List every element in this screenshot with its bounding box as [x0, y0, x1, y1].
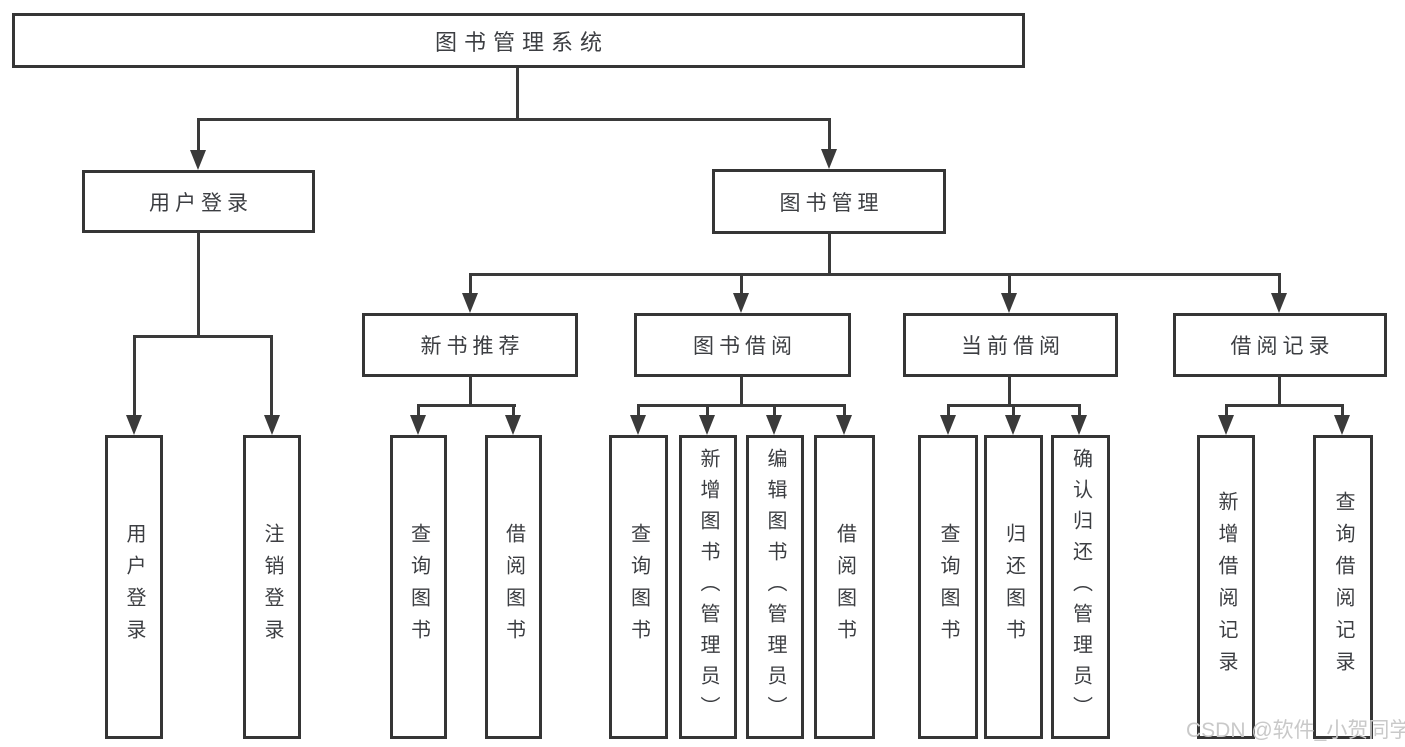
- arrow-down-icon: [1001, 293, 1017, 313]
- leaf-current-return-books: 归还图书: [984, 435, 1043, 739]
- arrow-down-icon: [126, 415, 142, 435]
- connector-line: [1078, 404, 1081, 418]
- connector-line: [197, 118, 200, 152]
- connector-line: [197, 232, 200, 338]
- connector-line: [706, 404, 709, 418]
- node-root: 图书管理系统: [12, 13, 1025, 68]
- node-new-book-recommend-label: 新书推荐: [420, 335, 525, 358]
- arrow-down-icon: [821, 149, 837, 169]
- connector-line: [197, 118, 831, 121]
- connector-line: [469, 273, 472, 297]
- leaf-records-query-record-label: 查询借阅记录: [1332, 491, 1354, 683]
- connector-line: [1341, 404, 1344, 418]
- leaf-borrowing-edit-books-admin-label: 编辑图书（管理员）: [764, 447, 786, 727]
- leaf-user-login: 用户登录: [105, 435, 163, 739]
- connector-line: [133, 335, 273, 338]
- arrow-down-icon: [505, 415, 521, 435]
- leaf-logout: 注销登录: [243, 435, 301, 739]
- leaf-current-query-books-label: 查询图书: [937, 523, 959, 651]
- leaf-current-query-books: 查询图书: [918, 435, 978, 739]
- connector-line: [828, 232, 831, 276]
- connector-line: [740, 375, 743, 407]
- node-book-management-label: 图书管理: [779, 191, 884, 215]
- connector-line: [947, 404, 950, 418]
- connector-line: [417, 404, 516, 407]
- arrow-down-icon: [630, 415, 646, 435]
- leaf-records-add-record-label: 新增借阅记录: [1215, 491, 1237, 683]
- node-borrowing-records: 借阅记录: [1173, 313, 1387, 377]
- arrow-down-icon: [766, 415, 782, 435]
- connector-line: [637, 404, 640, 418]
- leaf-borrowing-add-books-admin: 新增图书（管理员）: [679, 435, 737, 739]
- arrow-down-icon: [264, 415, 280, 435]
- node-book-borrowing-label: 图书借阅: [693, 335, 797, 358]
- node-user-login: 用户登录: [82, 170, 315, 233]
- leaf-borrowing-edit-books-admin: 编辑图书（管理员）: [746, 435, 804, 739]
- arrow-down-icon: [1071, 415, 1087, 435]
- arrow-down-icon: [462, 293, 478, 313]
- connector-line: [469, 273, 1281, 276]
- connector-line: [773, 404, 776, 418]
- node-user-login-label: 用户登录: [149, 191, 253, 215]
- leaf-logout-label: 注销登录: [261, 523, 283, 651]
- leaf-borrowing-query-books-label: 查询图书: [627, 523, 650, 651]
- connector-line: [270, 335, 273, 417]
- leaf-current-return-books-label: 归还图书: [1002, 523, 1025, 651]
- leaf-current-confirm-return-admin-label: 确认归还（管理员）: [1069, 447, 1092, 727]
- leaf-recommend-borrow-books-label: 借阅图书: [502, 523, 525, 651]
- connector-line: [1225, 404, 1228, 418]
- connector-line: [843, 404, 846, 418]
- leaf-records-query-record: 查询借阅记录: [1313, 435, 1373, 739]
- arrow-down-icon: [1218, 415, 1234, 435]
- leaf-recommend-query-books: 查询图书: [390, 435, 447, 739]
- leaf-borrowing-add-books-admin-label: 新增图书（管理员）: [697, 447, 719, 727]
- connector-line: [133, 335, 136, 417]
- arrow-down-icon: [1271, 293, 1287, 313]
- leaf-current-confirm-return-admin: 确认归还（管理员）: [1051, 435, 1110, 739]
- leaf-recommend-borrow-books: 借阅图书: [485, 435, 542, 739]
- arrow-down-icon: [836, 415, 852, 435]
- node-book-management: 图书管理: [712, 169, 946, 234]
- node-new-book-recommend: 新书推荐: [362, 313, 578, 377]
- connector-line: [740, 273, 743, 297]
- arrow-down-icon: [410, 415, 426, 435]
- leaf-borrowing-borrow-books-label: 借阅图书: [833, 523, 856, 651]
- connector-line: [469, 375, 472, 407]
- leaf-records-add-record: 新增借阅记录: [1197, 435, 1255, 739]
- connector-line: [1278, 375, 1281, 407]
- node-root-label: 图书管理系统: [434, 29, 609, 55]
- leaf-borrowing-borrow-books: 借阅图书: [814, 435, 875, 739]
- node-current-borrowing: 当前借阅: [903, 313, 1118, 377]
- connector-line: [1008, 375, 1011, 407]
- leaf-recommend-query-books-label: 查询图书: [407, 523, 430, 651]
- leaf-user-login-label: 用户登录: [123, 523, 145, 651]
- watermark-text: CSDN @软件_小贺同学: [1186, 719, 1405, 742]
- arrow-down-icon: [733, 293, 749, 313]
- connector-line: [417, 404, 420, 418]
- connector-line: [828, 118, 831, 151]
- connector-line: [516, 68, 519, 120]
- arrow-down-icon: [190, 150, 206, 170]
- connector-line: [1278, 273, 1281, 297]
- arrow-down-icon: [1334, 415, 1350, 435]
- connector-line: [637, 404, 846, 407]
- leaf-borrowing-query-books: 查询图书: [609, 435, 668, 739]
- connector-line: [512, 404, 515, 418]
- node-book-borrowing: 图书借阅: [634, 313, 851, 377]
- connector-line: [1012, 404, 1015, 418]
- arrow-down-icon: [1005, 415, 1021, 435]
- node-borrowing-records-label: 借阅记录: [1230, 335, 1335, 358]
- arrow-down-icon: [699, 415, 715, 435]
- connector-line: [1008, 273, 1011, 297]
- connector-line: [1225, 404, 1344, 407]
- node-current-borrowing-label: 当前借阅: [961, 335, 1065, 358]
- arrow-down-icon: [940, 415, 956, 435]
